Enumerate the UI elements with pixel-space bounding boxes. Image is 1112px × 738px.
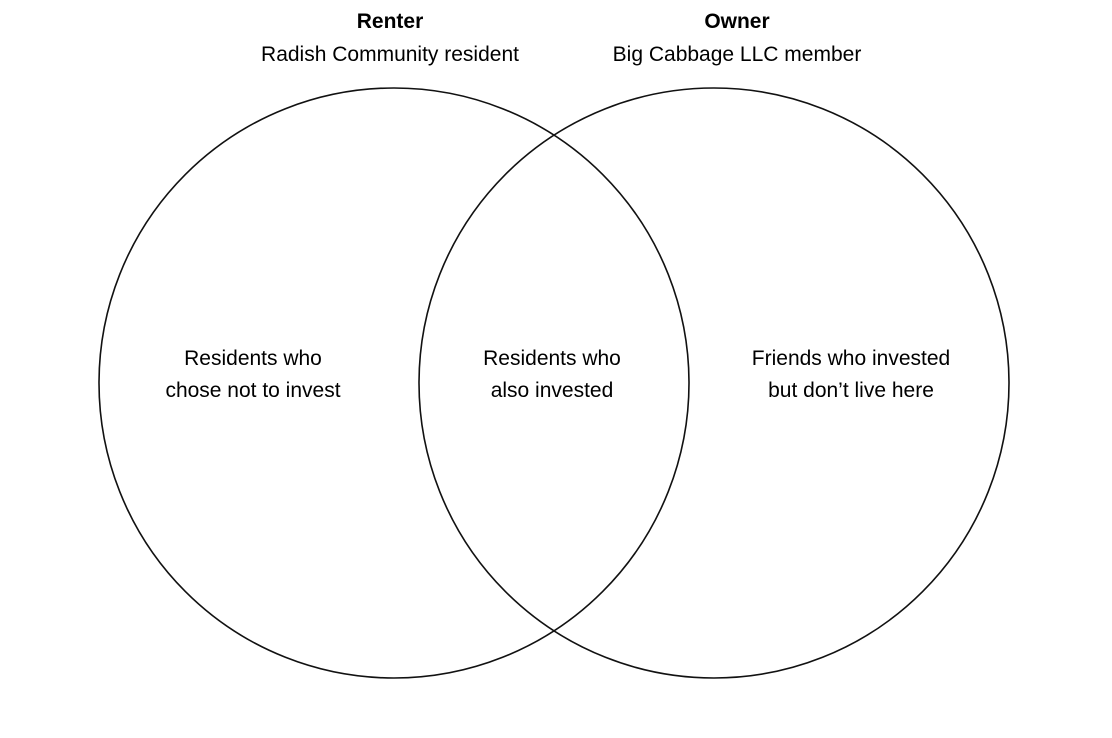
renter-title: Renter — [357, 10, 424, 33]
left-region-label-line1: Residents who — [184, 347, 322, 370]
renter-subtitle: Radish Community resident — [261, 43, 519, 66]
owner-subtitle: Big Cabbage LLC member — [613, 43, 862, 66]
left-region-label-line2: chose not to invest — [165, 379, 340, 402]
right-region-label-line2: but don’t live here — [768, 379, 934, 402]
owner-title: Owner — [704, 10, 769, 33]
intersection-label-line2: also invested — [491, 379, 614, 402]
renter-circle — [98, 87, 690, 679]
intersection-label-line1: Residents who — [483, 347, 621, 370]
owner-circle — [418, 87, 1010, 679]
right-region-label-line1: Friends who invested — [752, 347, 950, 370]
